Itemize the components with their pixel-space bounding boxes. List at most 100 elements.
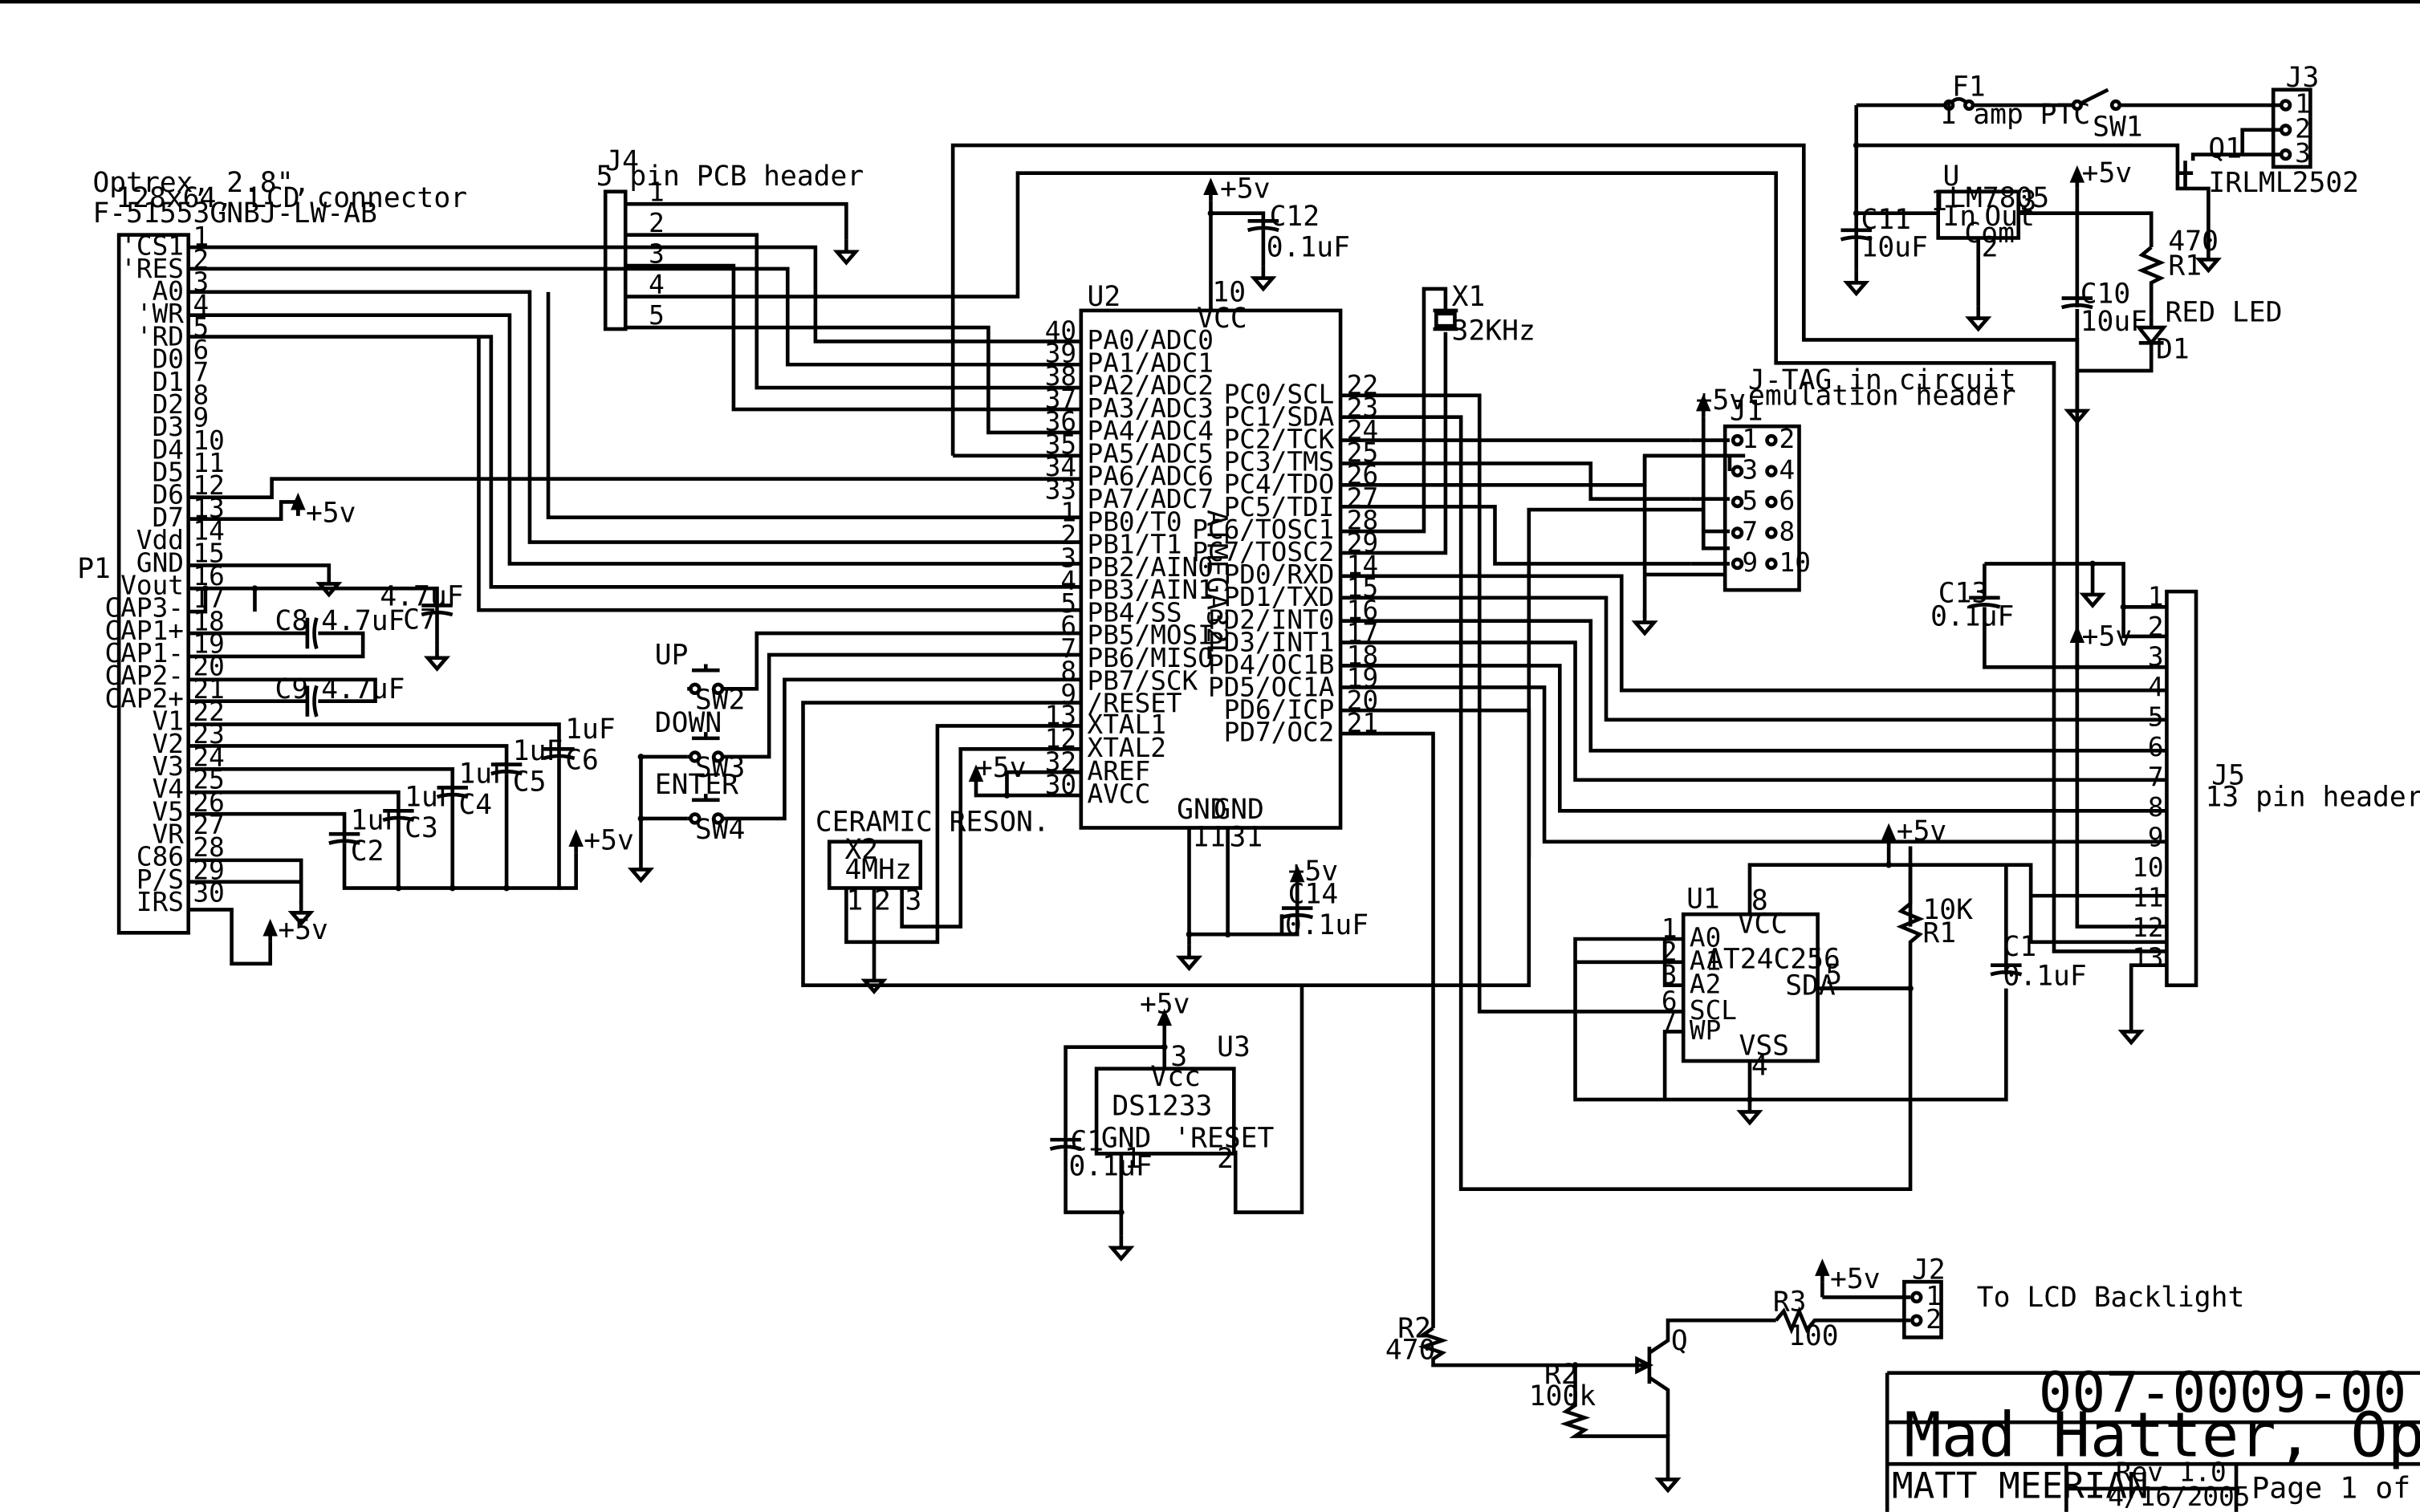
svg-text:J-TAG in circuit: J-TAG in circuit bbox=[1748, 364, 2016, 396]
svg-text:+5v: +5v bbox=[278, 914, 328, 946]
svg-text:1: 1 bbox=[846, 884, 863, 917]
u1-pin-number: 1 bbox=[1661, 913, 1678, 944]
svg-text:DS1233: DS1233 bbox=[1112, 1090, 1212, 1122]
u2-pin-name: PB1/T1 bbox=[1088, 530, 1182, 560]
svg-text:Out: Out bbox=[1984, 201, 2035, 233]
svg-text:+5v: +5v bbox=[1288, 856, 1339, 888]
u1-pin-name: WP bbox=[1690, 1015, 1721, 1046]
u2-pin-name: PD7/OC2 bbox=[1224, 717, 1335, 748]
p1-pin-number: 11 bbox=[193, 448, 225, 478]
u2-pin-name: PA4/ADC4 bbox=[1088, 416, 1214, 446]
switch-label: DOWN bbox=[655, 707, 722, 739]
p1-pin-name: V4 bbox=[153, 774, 184, 804]
svg-text:5: 5 bbox=[1825, 959, 1842, 991]
ic-u3: U3 Vcc DS1233 GND 'RESET 3 1 2 bbox=[1094, 1031, 1275, 1175]
svg-text:C3: C3 bbox=[405, 812, 438, 844]
j3-pin bbox=[2279, 124, 2292, 136]
ic-u1: U1 VCC VSS SDA AT24C256 8 4 5 A01A12A23S… bbox=[1661, 884, 1842, 1083]
svg-text:0.1uF: 0.1uF bbox=[1068, 1150, 1152, 1182]
p1-pin-number: 28 bbox=[193, 832, 225, 863]
j5-pin-number: 11 bbox=[2132, 883, 2163, 913]
p1-pin-name: 'WR bbox=[136, 299, 184, 329]
p1-pin-name: V1 bbox=[153, 706, 184, 737]
svg-text:0.1uF: 0.1uF bbox=[1930, 600, 2014, 632]
p1-pin-number: 9 bbox=[193, 403, 209, 433]
svg-text:C1: C1 bbox=[1070, 1126, 1104, 1158]
svg-text:10: 10 bbox=[1212, 276, 1246, 308]
power-section: F1 1 amp PTC SW1 C11 10uF LM7805 In Out … bbox=[1840, 71, 2359, 421]
u2-pin-name: PC2/TCK bbox=[1224, 425, 1335, 455]
svg-text:SDA: SDA bbox=[1785, 969, 1836, 1002]
svg-text:J5: J5 bbox=[2211, 760, 2245, 792]
j1-pin bbox=[1731, 495, 1744, 509]
u1-pin-name: SCL bbox=[1690, 995, 1737, 1026]
j4-pin-number: 1 bbox=[649, 177, 665, 207]
svg-text:11: 11 bbox=[1192, 822, 1226, 854]
u2-pin-name: PA1/ADC1 bbox=[1088, 348, 1214, 378]
svg-text:RED LED: RED LED bbox=[2166, 296, 2283, 328]
svg-text:AT24C256: AT24C256 bbox=[1706, 944, 1840, 976]
j3-pin-number: 2 bbox=[2295, 113, 2311, 144]
p1-ref: P1 bbox=[77, 553, 111, 585]
p1-pin-name: D3 bbox=[153, 412, 184, 442]
svg-text:VSS: VSS bbox=[1739, 1030, 1789, 1062]
svg-text:10uF: 10uF bbox=[1861, 232, 1927, 264]
u2-pin-number: 36 bbox=[1045, 407, 1076, 437]
svg-text:+5v: +5v bbox=[1696, 384, 1747, 417]
u2-pin-name: AVCC bbox=[1088, 779, 1151, 810]
svg-text:1uF: 1uF bbox=[405, 782, 455, 814]
j1-pin-number: 5 bbox=[1742, 486, 1758, 516]
j1-pin-number: 10 bbox=[1779, 547, 1811, 578]
u2-pin-name: PA7/ADC7 bbox=[1088, 484, 1214, 514]
p1-pin-name: CAP2- bbox=[105, 660, 184, 691]
u2-pin-number: 40 bbox=[1045, 315, 1076, 346]
j4-pin-number: 3 bbox=[649, 238, 665, 269]
j5-pin-number: 13 bbox=[2132, 943, 2163, 973]
u1-pin-number: 6 bbox=[1661, 986, 1678, 1017]
svg-text:1uF: 1uF bbox=[513, 735, 563, 767]
p1-pin-number: 7 bbox=[193, 357, 209, 388]
svg-text:C14: C14 bbox=[1288, 879, 1339, 911]
svg-text:10K: 10K bbox=[1922, 894, 1973, 926]
u2-pin-name: PA0/ADC0 bbox=[1088, 325, 1214, 356]
u2-pin-name: PD0/RXD bbox=[1224, 559, 1335, 590]
svg-text:C6: C6 bbox=[565, 744, 599, 776]
j1-pin-number: 6 bbox=[1779, 486, 1796, 516]
page-number: Page 1 of 1 bbox=[2251, 1471, 2420, 1506]
p1-desc-2: 128x64, LCD connector bbox=[116, 182, 467, 214]
u2-pin-name: XTAL1 bbox=[1088, 709, 1166, 740]
u2-pin-number: 38 bbox=[1045, 361, 1076, 392]
svg-text:GND: GND bbox=[1177, 794, 1227, 826]
switch-terminal bbox=[689, 682, 702, 695]
u2-pin-number: 1 bbox=[1060, 498, 1076, 528]
svg-text:C5: C5 bbox=[513, 766, 547, 798]
u1-pin-name: A0 bbox=[1690, 923, 1721, 953]
p1-body bbox=[116, 233, 191, 935]
svg-text:4.7uF: 4.7uF bbox=[321, 673, 405, 705]
svg-text:2: 2 bbox=[1982, 232, 1999, 264]
svg-text:C7: C7 bbox=[403, 604, 437, 636]
svg-text:J2: J2 bbox=[1912, 1254, 1946, 1286]
j2-pin bbox=[1910, 1314, 1923, 1327]
u2-pin-name: PA2/ADC2 bbox=[1088, 371, 1214, 401]
svg-text:U3: U3 bbox=[1217, 1031, 1251, 1063]
j1-pin bbox=[1731, 526, 1744, 539]
p1-pin-name: Vdd bbox=[136, 525, 184, 555]
svg-text:+5v: +5v bbox=[1220, 173, 1271, 205]
ic-u2: U2 VCC 10 GND GND 11 31 ATMEGA32L PA0/AD… bbox=[1045, 276, 1378, 853]
p1-pin-name: A0 bbox=[153, 276, 184, 307]
svg-text:5 pin PCB header: 5 pin PCB header bbox=[596, 161, 864, 193]
j5-pin-number: 5 bbox=[2148, 701, 2164, 732]
p1-pin-name: 'RD bbox=[136, 321, 184, 352]
u2-pin-name: PB2/AIN0 bbox=[1088, 552, 1214, 583]
svg-text:J1: J1 bbox=[1730, 396, 1763, 428]
j1-pin-number: 2 bbox=[1779, 424, 1796, 454]
u2-pin-name: PD4/OC1B bbox=[1208, 649, 1334, 680]
u2-pin-number: 37 bbox=[1045, 384, 1076, 414]
drawing-title: Mad Hatter, Optrex LCD bbox=[1904, 1400, 2420, 1472]
u2-pin-name: /RESET bbox=[1088, 689, 1182, 719]
switch-label: ENTER bbox=[655, 769, 738, 801]
svg-text:1 amp PTC: 1 amp PTC bbox=[1940, 99, 2091, 131]
u2-pin-number: 35 bbox=[1045, 429, 1076, 460]
